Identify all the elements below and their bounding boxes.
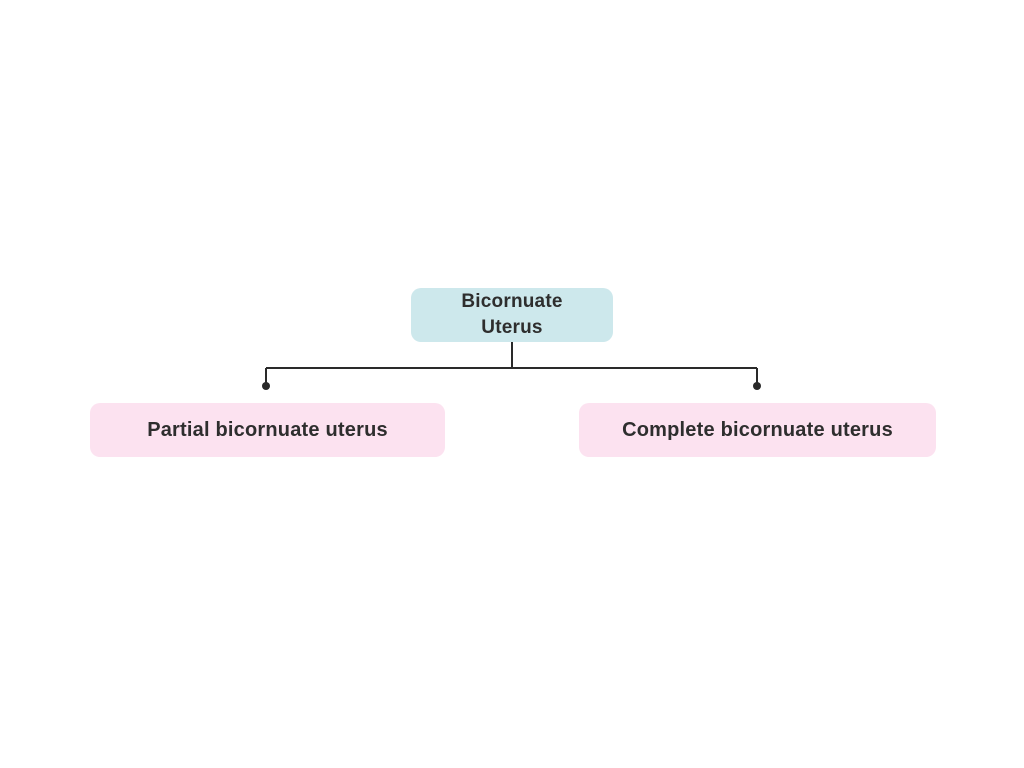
child-node-complete: Complete bicornuate uterus [579,403,936,457]
root-node-label: Bicornuate Uterus [461,291,563,338]
child-node-partial-label: Partial bicornuate uterus [147,419,388,441]
root-node-bicornuate-uterus: Bicornuate Uterus [411,288,613,342]
child-node-complete-label: Complete bicornuate uterus [622,419,893,441]
right-endpoint-dot [753,382,761,390]
left-endpoint-dot [262,382,270,390]
child-node-partial: Partial bicornuate uterus [90,403,445,457]
